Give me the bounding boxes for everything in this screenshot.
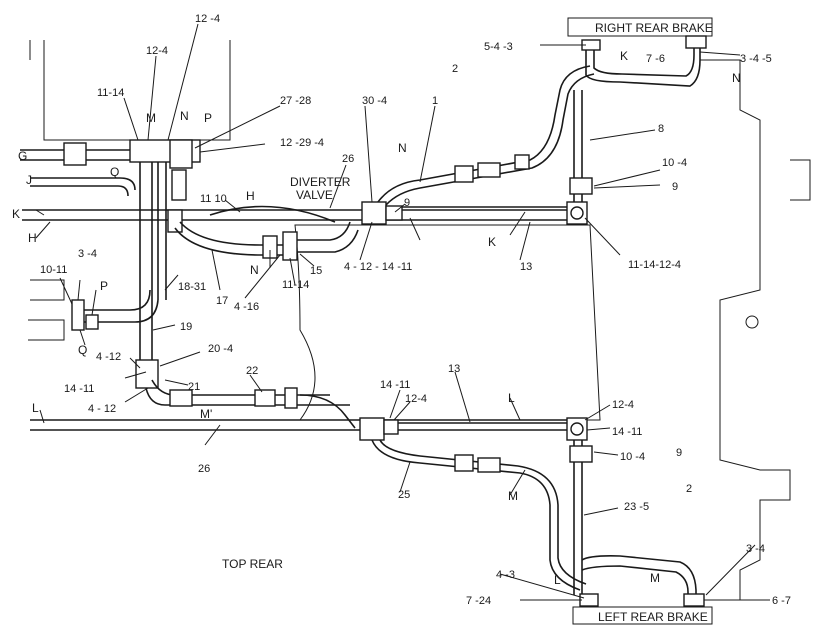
line-letter-q-left: Q	[78, 343, 87, 357]
callout-label: 10 -4	[662, 157, 687, 169]
line-letter-j: J	[26, 173, 32, 187]
callout-label: 5-4 -3	[484, 41, 513, 53]
callout-label: 10 -4	[620, 451, 645, 463]
part-callouts: 12 -4 12-4 11-14 M N 27 -28 12 -29 -4 11…	[40, 13, 791, 607]
callout-label: 8	[658, 123, 664, 135]
callout-label: 3 -4 -5	[740, 53, 772, 65]
callout-label: 12-4	[405, 393, 427, 405]
line-letter-k: K	[12, 207, 20, 221]
callout-label: 11-14-12-4	[628, 259, 681, 271]
line-letter-k-mid: K	[488, 235, 496, 249]
line-letter-q-top: Q	[110, 165, 119, 179]
callout-label: 4 -16	[234, 301, 259, 313]
callout-label: 13	[520, 261, 532, 273]
callout-label: 4 - 12 - 14 -11	[344, 261, 412, 273]
line-letter-h: H	[28, 231, 37, 245]
line-letter-l-brake: L	[554, 573, 561, 587]
line-letter-k-brake: K	[620, 49, 628, 63]
bolt-hole	[745, 315, 759, 329]
line-letter-n-upper: N	[398, 141, 407, 155]
callout-label: 3 -4	[746, 543, 765, 555]
callout-label: 18-31	[178, 281, 206, 293]
diverter-hoses	[174, 65, 595, 261]
callout-label: 2	[452, 63, 458, 75]
callout-label: 4 -12	[96, 351, 121, 363]
line-letter-l-left: L	[32, 401, 39, 415]
leader-lines	[35, 23, 770, 601]
line-letter-m-brake: M	[650, 571, 660, 585]
right-rear-brake-label: RIGHT REAR BRAKE	[595, 21, 713, 35]
line-letter-n-mid: N	[250, 263, 259, 277]
callout-label: 10-11	[40, 264, 67, 276]
line-letter-p-top: P	[204, 111, 212, 125]
callout-label: 23 -5	[624, 501, 649, 513]
diverter-valve-label-1: DIVERTER	[290, 175, 351, 189]
callout-label: 12-4	[146, 45, 168, 57]
view-label: TOP REAR	[222, 557, 283, 571]
callout-label: 4 -3	[496, 569, 515, 581]
callout-label: 14 -11	[64, 383, 94, 395]
callout-label: 3 -4	[78, 248, 97, 260]
callout-label: 11-14	[97, 87, 124, 99]
callout-label: 7 -24	[466, 595, 491, 607]
callout-label: 12 -29 -4	[280, 137, 324, 149]
main-lines	[20, 142, 575, 431]
callout-label: 9	[404, 197, 410, 209]
callout-label: 20 -4	[208, 343, 233, 355]
callout-label: 12-4	[612, 399, 634, 411]
callout-label: 11-14	[282, 279, 309, 291]
right-plumbing	[566, 35, 707, 607]
left-manifold	[71, 139, 350, 409]
callout-label: 19	[180, 321, 192, 333]
diverter-valve-label-2: VALVE	[296, 188, 333, 202]
callout-label: 30 -4	[362, 95, 387, 107]
callout-label: 6 -7	[772, 595, 791, 607]
callout-label: 7 -6	[646, 53, 665, 65]
callout-label: 9	[672, 181, 678, 193]
line-letter-l-mid: L	[508, 391, 515, 405]
callout-label: 25	[398, 489, 410, 501]
callout-label: 22	[246, 365, 258, 377]
callout-label: M	[146, 111, 156, 125]
callout-label: 11 10	[200, 193, 227, 205]
callout-label: 14 -11	[612, 426, 642, 438]
callout-label: N	[180, 109, 189, 123]
callout-label: 15	[310, 265, 322, 277]
callout-label: 4 - 12	[88, 403, 116, 415]
callout-label: 26	[342, 153, 354, 165]
callout-label: 26	[198, 463, 210, 475]
callout-label: 17	[216, 295, 228, 307]
callout-label: 21	[188, 381, 200, 393]
frame-outline	[28, 17, 811, 625]
callout-label: 13	[448, 363, 460, 375]
line-letter-n-brake: N	[732, 71, 741, 85]
callout-label: 2	[686, 483, 692, 495]
line-letter-p-left: P	[100, 279, 108, 293]
lower-hoses	[299, 394, 587, 591]
callout-label: 1	[432, 95, 438, 107]
line-letter-m-prime: M'	[200, 407, 212, 421]
callout-label: 14 -11	[380, 379, 410, 391]
line-letter-m-lower: M	[508, 489, 518, 503]
callout-label: 27 -28	[280, 95, 311, 107]
line-letter-g: G	[18, 149, 27, 163]
left-rear-brake-label: LEFT REAR BRAKE	[598, 610, 708, 624]
callout-label: 9	[676, 447, 682, 459]
callout-label: 12 -4	[195, 13, 220, 25]
line-letter-h-mid: H	[246, 189, 255, 203]
